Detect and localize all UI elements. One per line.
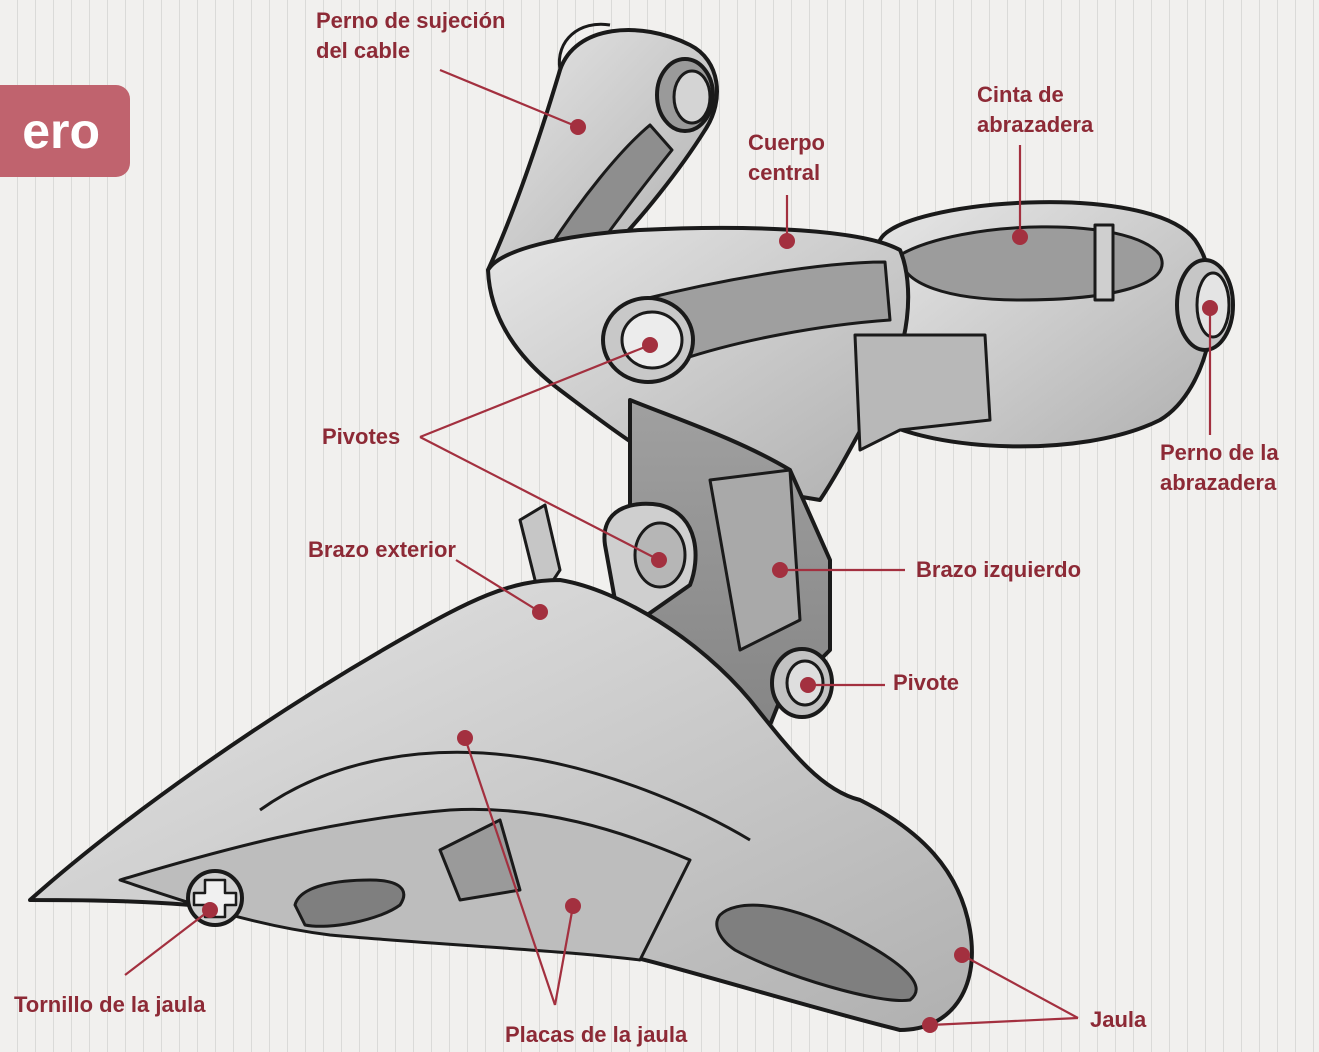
label-cable-bolt: Perno de sujeción del cable (316, 6, 506, 66)
label-pivot: Pivote (893, 668, 959, 698)
label-cage-screw: Tornillo de la jaula (14, 990, 206, 1020)
label-central-body: Cuerpo central (748, 128, 825, 188)
leader-cage-screw (125, 910, 210, 975)
label-cage-plates: Placas de la jaula (505, 1020, 687, 1050)
label-left-arm: Brazo izquierdo (916, 555, 1081, 585)
leader-cage-a (962, 955, 1078, 1018)
label-clamp-bolt: Perno de la abrazadera (1160, 438, 1279, 498)
label-outer-arm: Brazo exterior (308, 535, 456, 565)
label-clamp-band: Cinta de abrazadera (977, 80, 1093, 140)
derailleur-body (30, 24, 1233, 1030)
label-pivots: Pivotes (322, 422, 400, 452)
label-cage: Jaula (1090, 1005, 1146, 1035)
leader-cage-b (930, 1018, 1078, 1025)
